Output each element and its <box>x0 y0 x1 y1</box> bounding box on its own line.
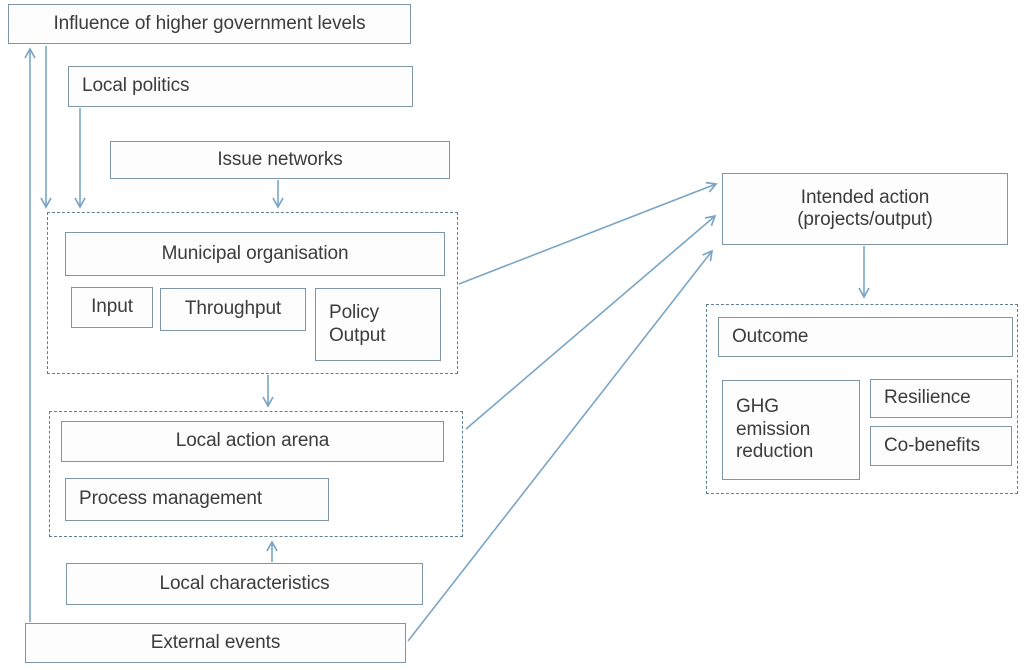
arrow-local-action-group-to-intended-action <box>465 214 717 430</box>
node-policy-output: Policy Output <box>315 288 441 361</box>
node-issue-networks: Issue networks <box>110 141 450 179</box>
local-action-arena-group <box>49 411 463 537</box>
node-influence-higher-government: Influence of higher government levels <box>8 4 411 44</box>
arrow-municipal-group-to-intended-action <box>458 181 718 285</box>
node-resilience: Resilience <box>870 379 1012 418</box>
node-input: Input <box>71 287 153 328</box>
node-process-management: Process management <box>65 478 329 521</box>
intended-action-sublabel: (projects/output) <box>797 209 933 230</box>
node-outcome: Outcome <box>718 317 1013 357</box>
node-co-benefits: Co-benefits <box>870 426 1012 466</box>
node-throughput: Throughput <box>160 288 306 331</box>
node-ghg-emission-reduction: GHG emission reduction <box>722 380 860 480</box>
node-external-events: External events <box>25 623 406 663</box>
arrow-external-events-to-intended-action <box>407 249 714 642</box>
intended-action-label: Intended action <box>800 186 930 208</box>
node-local-politics: Local politics <box>68 66 413 107</box>
node-intended-action: Intended action (projects/output) <box>722 173 1008 245</box>
outcome-group <box>706 304 1018 494</box>
municipal-organisation-group <box>47 212 458 374</box>
node-municipal-organisation: Municipal organisation <box>65 232 445 276</box>
node-local-characteristics: Local characteristics <box>66 563 423 605</box>
node-local-action-arena: Local action arena <box>61 421 444 462</box>
